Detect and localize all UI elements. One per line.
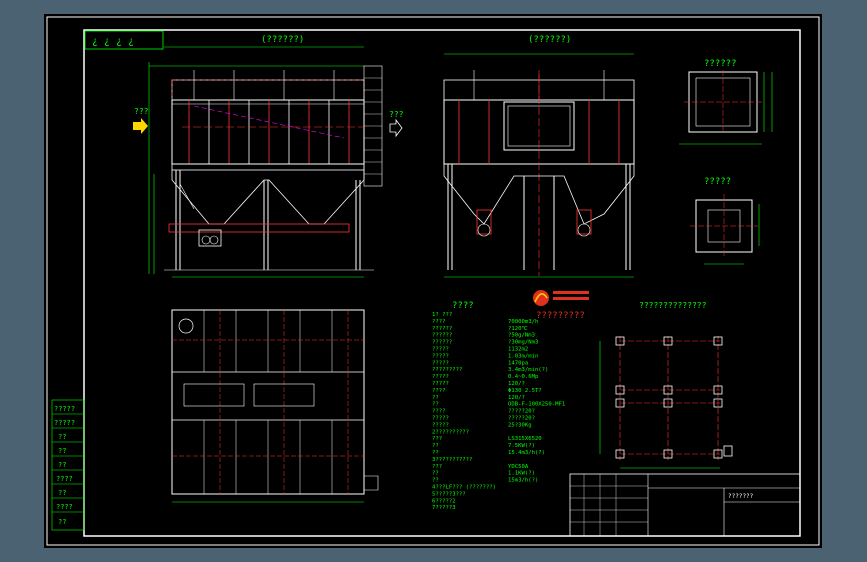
spec-row-value: 7.5KW(?) [508,443,535,449]
spec-row-value: 120/? [508,395,525,401]
front-view: (??????) [133,35,404,278]
spec-row-key: 6?????2 [432,498,456,504]
title-block: ??????? [569,473,801,537]
top-detail-view: ?????? [679,59,773,145]
flange-detail-view: ????? [690,177,760,265]
left-table-cell: ?? [58,461,66,469]
logo-caption: ????????? [536,311,585,321]
outlet-arrow-icon [389,118,403,138]
spec-row-key: ?????? [432,326,452,332]
inlet-label: ??? [134,107,149,116]
left-table-cell: ????? [54,419,75,427]
spec-row-key: ????? [432,360,449,366]
spec-row-value: 1132m2 [508,347,528,353]
outlet-label: ??? [389,110,404,119]
spec-row-key: 4???LF??? (???????) [432,485,496,491]
spec-row-value: 1.03m/min [508,353,538,359]
inlet-arrow-icon [133,118,148,134]
inner-border [83,29,801,537]
left-table-cell: ?? [58,447,66,455]
foundation-title: ?????????????? [639,301,707,310]
spec-row-key: 7?????3 [432,505,456,511]
outer-border [46,16,820,546]
spec-row-value: 3.4m3/min(?) [508,367,548,373]
spec-row-key: ?? [432,402,439,408]
top-view-title: ?????? [704,59,737,69]
spec-row-key: ????? [432,416,449,422]
left-table-cell: ?? [58,489,66,497]
flange-view-title: ????? [704,177,731,187]
spec-rows: 1? ??????? 70000m3/h?????? ?120℃?????? ?50g… [432,312,565,511]
plan-view [171,309,379,503]
spec-row-key: ??? [432,464,442,470]
spec-row-key: ????? [432,347,449,353]
foundation-plan: ?????????????? [599,301,733,469]
spec-row-key: ?? [432,443,439,449]
spec-title: ???? [452,301,474,311]
spec-section: ???? 1? ??????? 70000m3/h?????? ?120℃?????… [432,301,565,511]
spec-row-key: ?? [432,478,439,484]
spec-row-value: 0.4~0.6Mp [508,374,539,380]
left-table-cell: ???? [56,475,73,483]
spec-row-key: ????? [432,422,449,428]
spec-row-key: ?? [432,471,439,477]
side-view-title: (??????) [528,35,571,45]
cad-drawing: ¿ ¿ ¿ ¿ (??????) [46,16,820,546]
left-table-cell: ????? [54,405,75,413]
corner-mark-box [84,30,164,50]
spec-row-value: LS315X6520 [508,436,542,442]
spec-row-value: ?????20? [508,416,535,422]
spec-row-value: 15.4m3/h(?) [508,450,545,456]
side-view: (??????) [443,35,635,278]
title-block-text: ??????? [728,493,754,500]
spec-row-key: ????? [432,353,449,359]
spec-row-key: ???? [432,388,445,394]
spec-row-key: 1? ??? [432,312,452,318]
spec-row-value: 70000m3/h [508,319,538,325]
logo-icon [533,290,549,306]
corner-marks: ¿ ¿ ¿ ¿ [92,36,134,47]
left-revision-table: ????? ????? ?? ?? ?? ???? ?? ???? ?? [51,399,85,531]
left-table-cell: ?? [58,518,66,526]
spec-row-value: ?30mg/Nm3 [508,340,538,346]
spec-row-key: ??? [432,436,442,442]
spec-row-key: ???? [432,409,445,415]
spec-row-value: Φ130 2.5T? [508,388,542,394]
spec-row-value: 25?30Kg [508,422,532,428]
spec-row-key: ????? [432,381,449,387]
front-view-title: (??????) [261,35,304,45]
spec-row-value: YDC50A [508,464,529,470]
spec-row-value: 15m3/h(?) [508,478,538,484]
company-logo: ????????? [533,290,589,321]
spec-row-key: ???? [432,319,445,325]
spec-row-key: ?? [432,395,439,401]
spec-row-value: ?????20? [508,409,535,415]
left-table-cell: ?? [58,433,66,441]
spec-row-key: 2?????????? [432,429,469,435]
spec-row-value: 1470pa [508,360,528,366]
spec-row-value: ?50g/Nm3 [508,333,535,339]
spec-row-value: 1.1KW(?) [508,471,535,477]
spec-row-key: ?? [432,450,439,456]
spec-row-key: ?????? [432,333,452,339]
spec-row-value: ODB-F-100X250-MF1 [508,402,565,408]
spec-row-key: 5?????3??? [432,491,466,497]
spec-row-value: ?120℃ [508,326,528,332]
spec-row-key: ????????? [432,367,462,373]
spec-row-value: 120/? [508,381,525,387]
drawing-sheet: ¿ ¿ ¿ ¿ (??????) [44,14,822,548]
spec-row-key: ????? [432,374,449,380]
spec-row-key: ?????? [432,340,452,346]
spec-row-key: 3??????????? [432,457,472,463]
left-table-cell: ???? [56,503,73,511]
